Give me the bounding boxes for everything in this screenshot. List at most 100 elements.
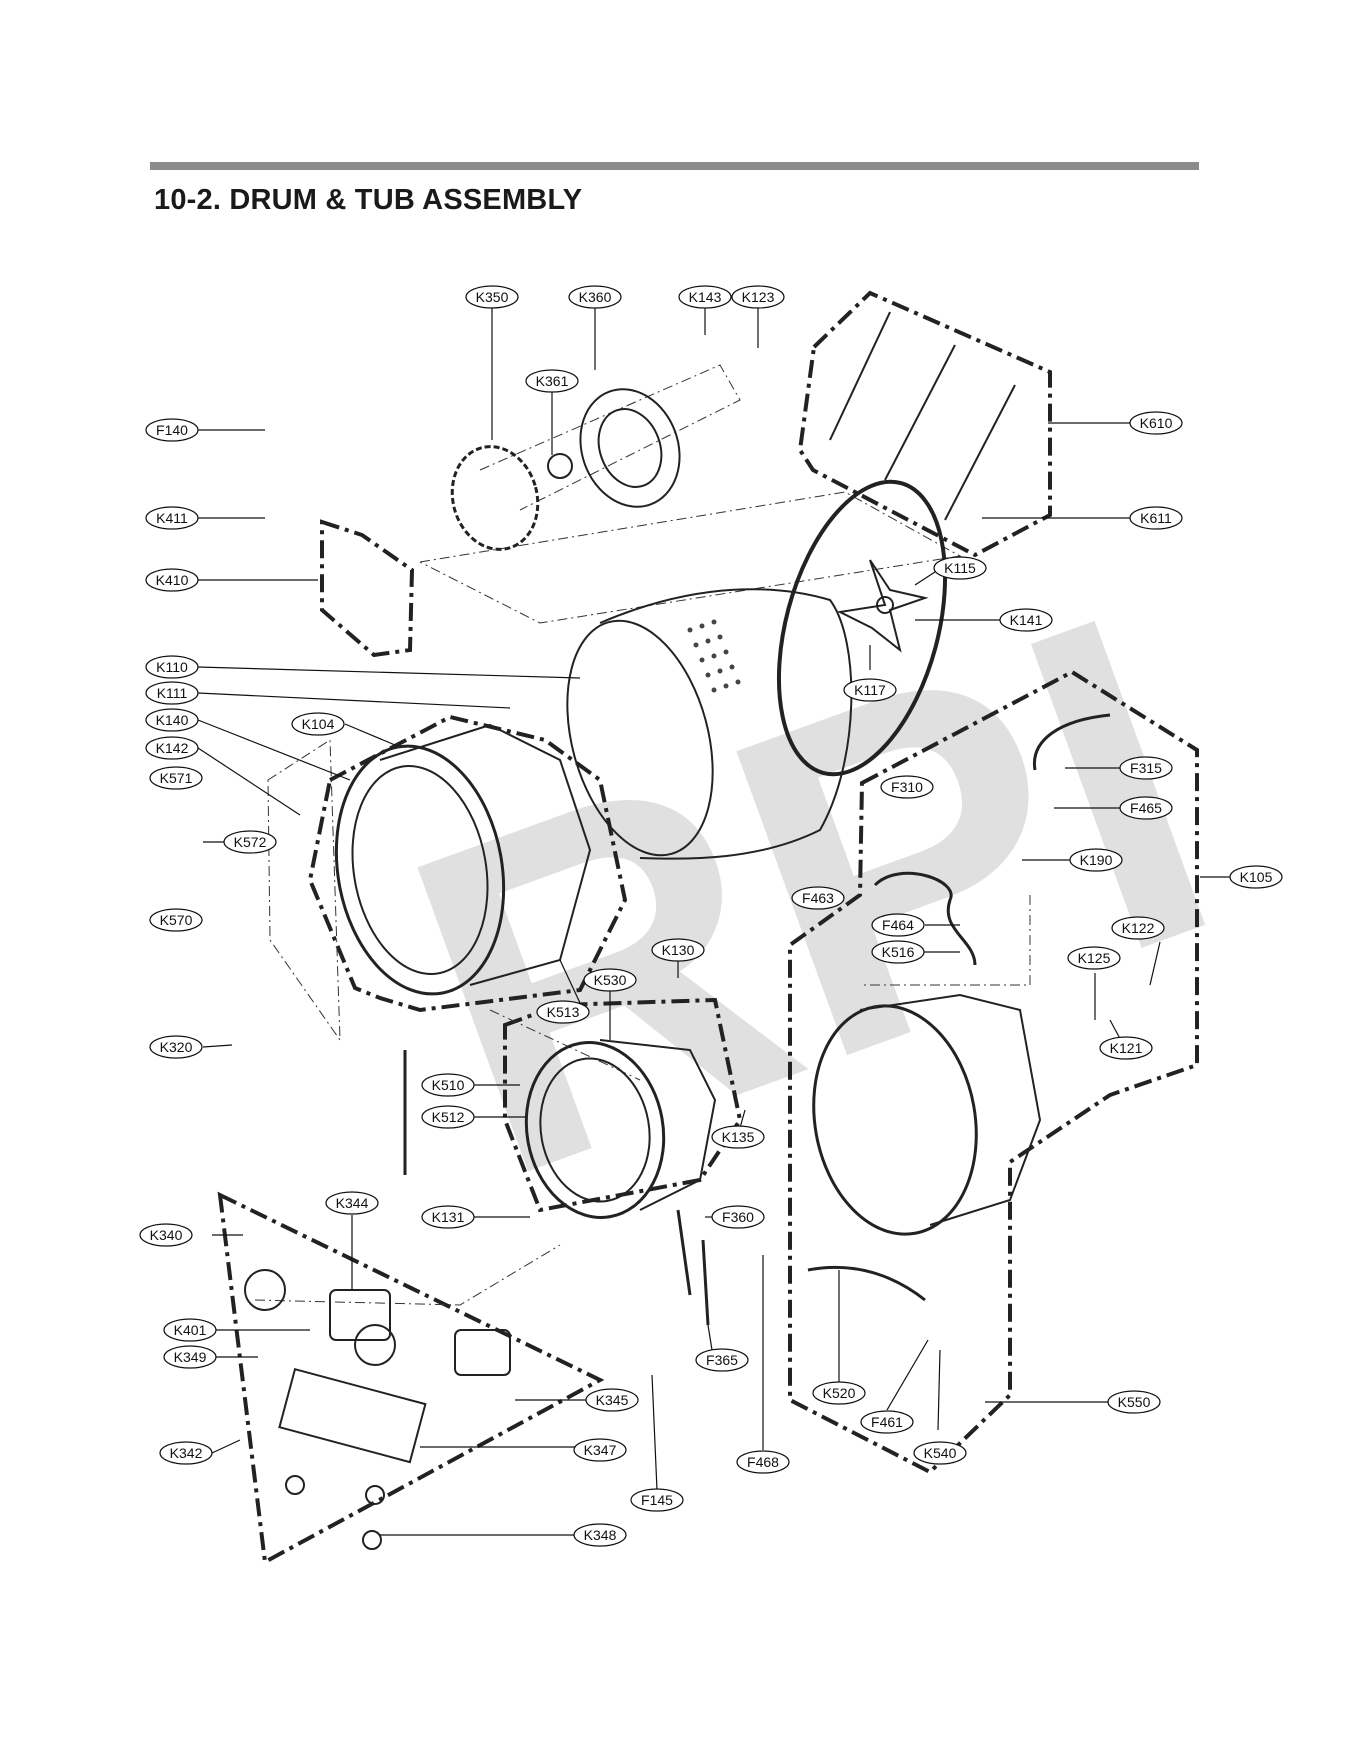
door-gasket-inner xyxy=(539,1057,651,1203)
svg-text:K410: K410 xyxy=(156,572,189,588)
svg-text:K320: K320 xyxy=(160,1039,193,1055)
door-seal-outline xyxy=(503,997,743,1213)
svg-text:K141: K141 xyxy=(1010,612,1043,628)
callout-K121: K121 xyxy=(1099,1036,1153,1060)
svg-text:K550: K550 xyxy=(1118,1394,1151,1410)
callout-K142: K142 xyxy=(145,736,199,760)
base-plate xyxy=(278,1367,427,1464)
svg-text:K520: K520 xyxy=(823,1385,856,1401)
callout-K111: K111 xyxy=(145,681,199,705)
svg-text:F145: F145 xyxy=(641,1492,673,1508)
foot-3 xyxy=(362,1530,382,1550)
svg-text:K530: K530 xyxy=(594,972,627,988)
svg-text:F315: F315 xyxy=(1130,760,1162,776)
guide-filter xyxy=(254,1244,561,1306)
front-tub xyxy=(334,723,592,996)
callout-K520: K520 xyxy=(812,1381,866,1405)
svg-text:K513: K513 xyxy=(547,1004,580,1020)
callout-F464: F464 xyxy=(871,913,925,937)
callout-K117: K117 xyxy=(843,678,897,702)
drum-perforations xyxy=(687,619,741,693)
callout-K125: K125 xyxy=(1067,946,1121,970)
door-gasket-collar xyxy=(599,1039,717,1211)
callout-K143: K143 xyxy=(678,285,732,309)
svg-text:K361: K361 xyxy=(536,373,569,389)
svg-text:K349: K349 xyxy=(174,1349,207,1365)
assembly-guides xyxy=(254,364,1031,1306)
group-outlines xyxy=(217,290,1199,1566)
svg-text:K572: K572 xyxy=(234,834,267,850)
svg-text:K411: K411 xyxy=(156,510,188,526)
guide-rotor xyxy=(419,491,962,624)
svg-text:K401: K401 xyxy=(174,1322,207,1338)
callout-K571: K571 xyxy=(149,766,203,790)
svg-text:K610: K610 xyxy=(1140,415,1173,431)
callout-K141: K141 xyxy=(999,608,1053,632)
rear-tub-body xyxy=(859,993,1042,1226)
gasket-ring xyxy=(776,479,948,777)
svg-text:K131: K131 xyxy=(432,1209,465,1225)
svg-text:K130: K130 xyxy=(662,942,695,958)
svg-text:K350: K350 xyxy=(476,289,509,305)
callout-K122: K122 xyxy=(1111,916,1165,940)
callout-K347: K347 xyxy=(573,1438,627,1462)
svg-text:K105: K105 xyxy=(1240,869,1273,885)
svg-text:K135: K135 xyxy=(722,1129,755,1145)
callout-K140: K140 xyxy=(145,708,199,732)
svg-text:F365: F365 xyxy=(706,1352,738,1368)
foot-1 xyxy=(285,1475,305,1495)
callout-K513: K513 xyxy=(536,1000,590,1024)
front-tub-outline xyxy=(307,714,628,1013)
callout-K348: K348 xyxy=(573,1523,627,1547)
svg-text:F468: F468 xyxy=(747,1454,779,1470)
pump-outlet xyxy=(354,1324,396,1366)
svg-text:K110: K110 xyxy=(156,659,188,675)
header-rule xyxy=(150,162,1199,170)
callout-K550: K550 xyxy=(1107,1390,1161,1414)
callout-K104: K104 xyxy=(291,712,345,736)
leader-lines xyxy=(197,307,1230,1536)
svg-text:K190: K190 xyxy=(1080,852,1113,868)
hoses xyxy=(403,713,1111,1326)
pump-hose-a xyxy=(676,1209,692,1296)
svg-text:K510: K510 xyxy=(432,1077,465,1093)
callout-F461: F461 xyxy=(860,1410,914,1434)
rear-tub xyxy=(812,993,1042,1236)
callout-K130: K130 xyxy=(651,938,705,962)
callout-K411: K411 xyxy=(145,506,199,530)
svg-text:K104: K104 xyxy=(302,716,335,732)
svg-text:K125: K125 xyxy=(1078,950,1111,966)
svg-text:K570: K570 xyxy=(160,912,193,928)
callout-F310: F310 xyxy=(880,775,934,799)
callout-K361: K361 xyxy=(525,369,579,393)
callout-F145: F145 xyxy=(630,1488,684,1512)
callout-K512: K512 xyxy=(421,1105,475,1129)
svg-text:K117: K117 xyxy=(854,682,886,698)
damper-1 xyxy=(829,311,891,441)
rear-tub-outline xyxy=(788,669,1199,1475)
callout-K510: K510 xyxy=(421,1073,475,1097)
pump-parts xyxy=(244,1269,511,1550)
foot-2 xyxy=(365,1485,385,1505)
drum-front-rim xyxy=(566,619,714,857)
callout-F463: F463 xyxy=(791,886,845,910)
svg-text:K540: K540 xyxy=(924,1445,957,1461)
section-title: 10-2. DRUM & TUB ASSEMBLY xyxy=(154,184,583,216)
svg-text:K571: K571 xyxy=(160,770,193,786)
svg-text:K347: K347 xyxy=(584,1442,617,1458)
callout-F140: F140 xyxy=(145,418,199,442)
svg-text:K512: K512 xyxy=(432,1109,465,1125)
callout-K349: K349 xyxy=(163,1345,217,1369)
door-gasket-outer xyxy=(524,1041,666,1219)
callout-K410: K410 xyxy=(145,568,199,592)
callout-K342: K342 xyxy=(159,1441,213,1465)
svg-text:K123: K123 xyxy=(742,289,775,305)
svg-text:F310: F310 xyxy=(891,779,923,795)
pump-inlet xyxy=(244,1269,286,1311)
svg-text:K122: K122 xyxy=(1122,920,1155,936)
pulley-rotor xyxy=(450,388,681,551)
pump-body xyxy=(329,1289,391,1341)
front-tub-body xyxy=(379,723,592,986)
